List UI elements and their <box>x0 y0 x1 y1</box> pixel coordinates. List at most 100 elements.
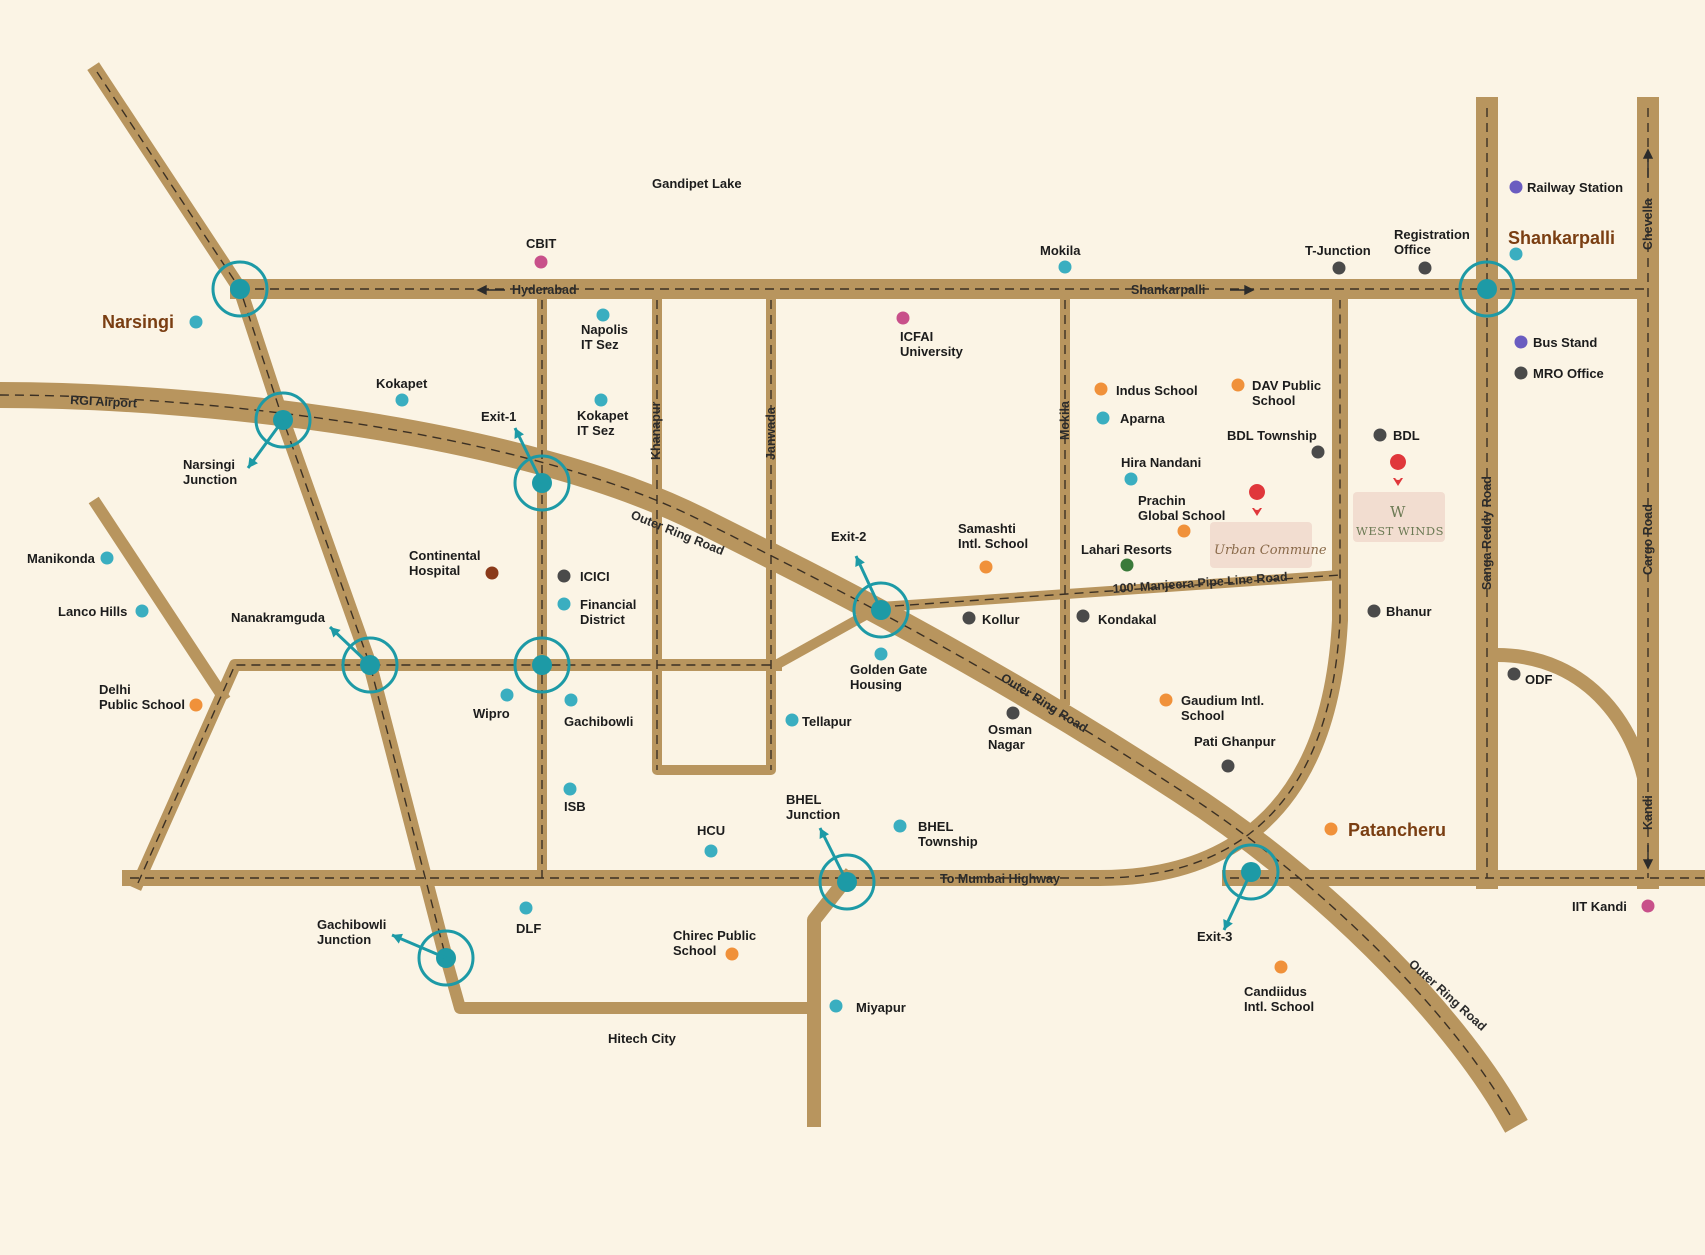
place-gaudium-dot <box>1159 693 1173 707</box>
place-isb[interactable]: ISB <box>563 782 586 815</box>
road-label-chevella: Chevella <box>1641 198 1655 250</box>
place-mokila[interactable]: Mokila <box>1040 243 1081 274</box>
place-bdl-township-label: BDL Township <box>1227 428 1317 443</box>
place-hcu[interactable]: HCU <box>697 823 725 858</box>
road-label-sanga-reddy: Sanga Reddy Road <box>1480 476 1494 590</box>
place-manikonda[interactable]: Manikonda <box>27 551 114 566</box>
place-lanco[interactable]: Lanco Hills <box>58 604 149 619</box>
place-iit-label: IIT Kandi <box>1572 899 1627 914</box>
place-gandipet[interactable]: Gandipet Lake <box>652 176 742 191</box>
place-bhanur[interactable]: Bhanur <box>1367 604 1432 619</box>
place-kollur[interactable]: Kollur <box>962 611 1020 628</box>
junction-narsingi-junction-arrow-icon <box>246 419 285 469</box>
junction-exit-2[interactable]: Exit-2 <box>831 529 910 639</box>
place-bus-stand[interactable]: Bus Stand <box>1514 335 1598 350</box>
place-wipro[interactable]: Wipro <box>473 688 514 722</box>
place-kondakal[interactable]: Kondakal <box>1076 609 1157 628</box>
project-west-winds[interactable]: W WEST WINDS <box>1353 453 1445 542</box>
place-kokapet-sez-dot <box>594 393 608 407</box>
place-bdl-township[interactable]: BDL Township <box>1227 428 1325 459</box>
place-mro[interactable]: MRO Office <box>1514 366 1604 381</box>
place-kokapet-dot <box>395 393 409 407</box>
place-iit[interactable]: IIT Kandi <box>1572 899 1655 914</box>
place-gachibowli[interactable]: Gachibowli <box>564 693 633 730</box>
place-mokila-label: Mokila <box>1040 243 1081 258</box>
place-registration-dot <box>1418 261 1432 275</box>
place-bdl[interactable]: BDL <box>1373 428 1420 443</box>
junction-exit-1[interactable]: Exit-1 <box>481 409 571 512</box>
west-winds-pin-hole <box>1395 474 1401 480</box>
place-pati[interactable]: Pati Ghanpur <box>1194 734 1276 773</box>
junction-gachibowli-junction-arrow-head <box>392 933 403 944</box>
loop-centerline <box>137 664 776 884</box>
place-dlf-label: DLF <box>516 921 541 936</box>
place-hcu-label: HCU <box>697 823 725 838</box>
project-urban-commune[interactable]: Urban Commune <box>1210 484 1327 568</box>
place-odf[interactable]: ODF <box>1507 667 1553 688</box>
junction-shankarpalli[interactable] <box>1458 260 1516 318</box>
place-tellapur[interactable]: Tellapur <box>785 713 852 730</box>
road-label-rgi-airport: RGI Airport <box>70 393 138 411</box>
junction-exit-1-label: Exit-1 <box>481 409 516 424</box>
place-kollur-dot <box>962 611 976 625</box>
place-kollur-label: Kollur <box>982 612 1020 627</box>
junction-nanakramguda-ring <box>341 636 399 694</box>
place-t-junction[interactable]: T-Junction <box>1305 243 1371 275</box>
place-mro-dot <box>1514 366 1528 380</box>
junction-nanakramguda[interactable]: Nanakramguda <box>231 610 399 694</box>
mumbai-centerline <box>130 300 1341 879</box>
place-gaudium[interactable]: Gaudium Intl.School <box>1159 693 1265 723</box>
manjeera-centerline <box>879 574 1341 608</box>
place-lahari[interactable]: Lahari Resorts <box>1081 542 1172 572</box>
place-cbit[interactable]: CBIT <box>526 236 556 269</box>
arrow-head-shankarpalli <box>1244 284 1255 296</box>
place-chirec-dot <box>725 947 739 961</box>
place-hitech[interactable]: Hitech City <box>608 1031 677 1046</box>
urban-commune-logo-text: Urban Commune <box>1214 543 1327 558</box>
town-patancheru-dot <box>1324 822 1338 836</box>
place-icici[interactable]: ICICI <box>557 569 610 584</box>
place-kokapet[interactable]: Kokapet <box>376 376 428 407</box>
junction-bhel-junction-arrow-head <box>819 828 830 839</box>
junction-exit-3[interactable]: Exit-3 <box>1197 843 1280 944</box>
junction-exit-2-arrow-head <box>855 556 865 567</box>
place-hira[interactable]: Hira Nandani <box>1121 455 1201 486</box>
junction-gachibowli-mid[interactable] <box>513 636 571 694</box>
place-dlf[interactable]: DLF <box>516 901 541 937</box>
junction-shankarpalli-core <box>1477 279 1497 299</box>
place-hira-label: Hira Nandani <box>1121 455 1201 470</box>
place-railway[interactable]: Railway Station <box>1509 180 1624 195</box>
junction-narsingi-top[interactable] <box>211 260 269 318</box>
place-aparna[interactable]: Aparna <box>1096 411 1166 426</box>
place-miyapur[interactable]: Miyapur <box>829 999 906 1016</box>
junction-narsingi-top-core <box>230 279 250 299</box>
place-indus[interactable]: Indus School <box>1094 382 1198 399</box>
place-railway-dot <box>1509 180 1523 194</box>
